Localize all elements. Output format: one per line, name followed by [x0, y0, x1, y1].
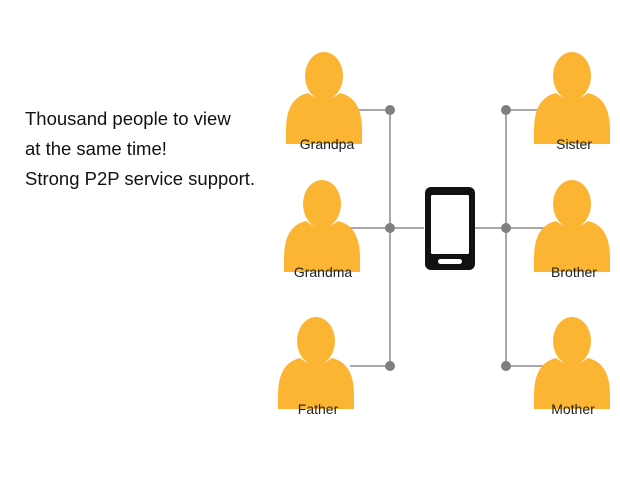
person-label: Brother	[551, 264, 597, 280]
tagline: Thousand people to view at the same time…	[25, 104, 255, 194]
person-father: Father	[278, 317, 354, 417]
person-label: Father	[298, 401, 339, 417]
node-mother	[501, 361, 511, 371]
person-label: Mother	[551, 401, 595, 417]
person-icon	[286, 52, 362, 144]
person-brother: Brother	[534, 180, 610, 280]
person-icon	[284, 180, 360, 272]
person-icon	[534, 52, 610, 144]
junction-nodes	[385, 105, 511, 371]
node-grandpa	[385, 105, 395, 115]
person-label: Grandma	[294, 264, 353, 280]
person-label: Grandpa	[300, 136, 355, 152]
node-grandma	[385, 223, 395, 233]
node-father	[385, 361, 395, 371]
person-icon	[278, 317, 354, 409]
person-icon	[534, 317, 610, 409]
node-sister	[501, 105, 511, 115]
tagline-line-3: Strong P2P service support.	[25, 168, 256, 189]
tagline-line-2: at the same time!	[25, 138, 167, 159]
person-grandma: Grandma	[284, 180, 360, 280]
tagline-line-1: Thousand people to view	[25, 108, 231, 129]
person-label: Sister	[556, 136, 592, 152]
person-grandpa: Grandpa	[286, 52, 362, 152]
person-sister: Sister	[534, 52, 610, 152]
person-mother: Mother	[534, 317, 610, 417]
person-icon	[534, 180, 610, 272]
node-brother	[501, 223, 511, 233]
smartphone-icon	[425, 187, 475, 270]
connector-lines	[350, 109, 548, 367]
